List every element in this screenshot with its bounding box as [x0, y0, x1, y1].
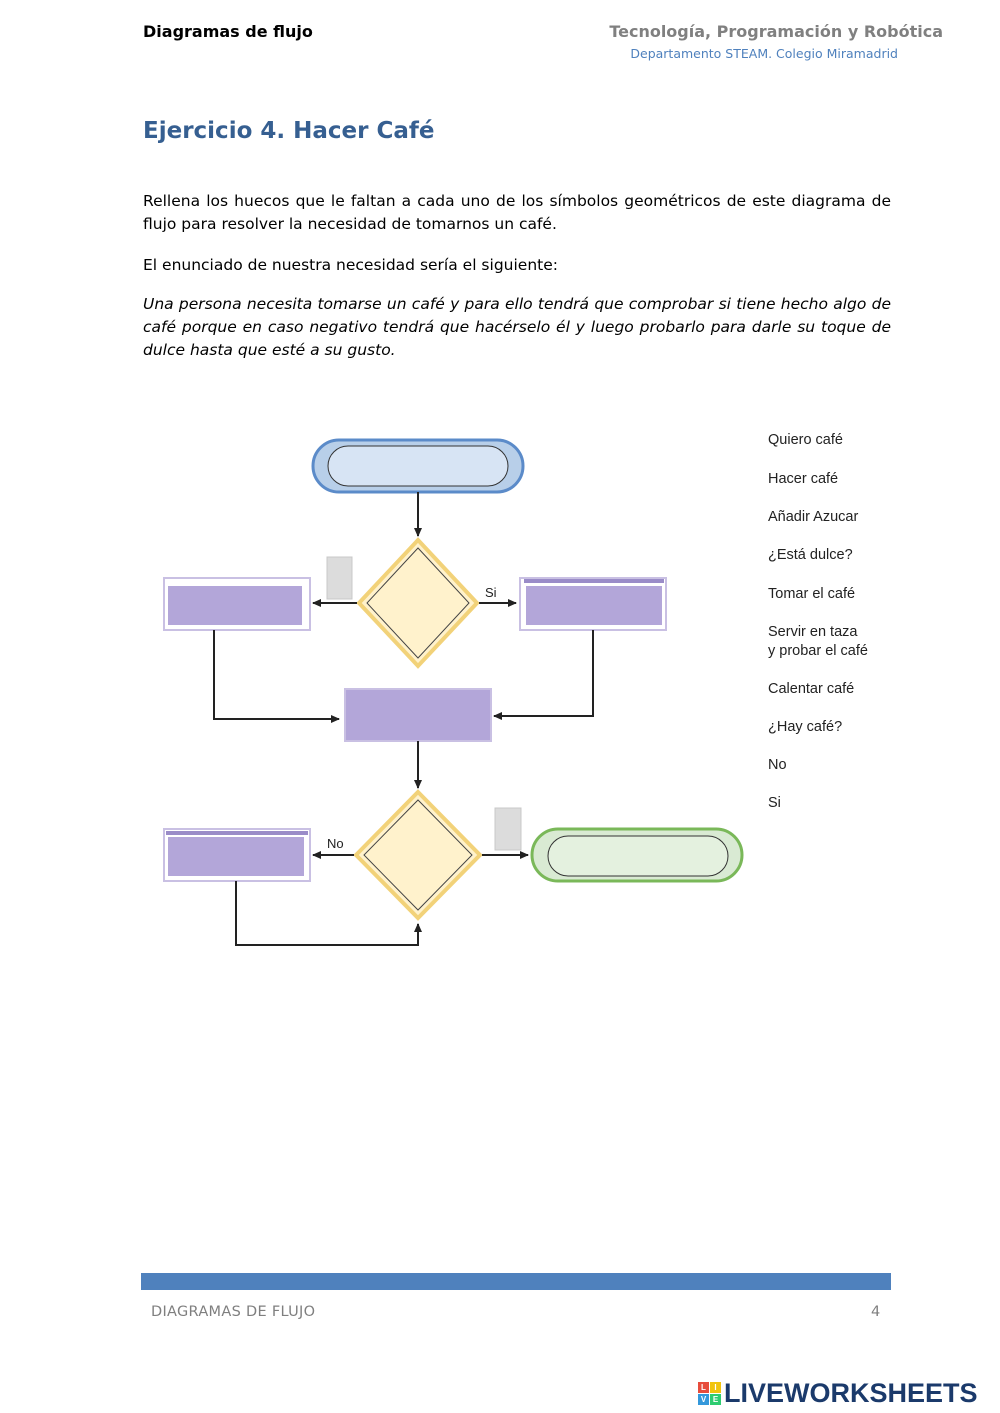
footer-title: DIAGRAMAS DE FLUJO [151, 1304, 316, 1320]
liveworksheets-logo: L I V E LIVEWORKSHEETS [698, 1378, 978, 1408]
option-item[interactable]: ¿Hay café? [768, 719, 843, 735]
process-box-left-2[interactable] [163, 828, 311, 882]
process-box-right[interactable] [519, 577, 667, 631]
decision-2-diamond [353, 789, 483, 921]
intro-paragraph: El enunciado de nuestra necesidad sería … [143, 256, 558, 274]
decision-1-diamond [356, 537, 480, 669]
option-item[interactable]: No [768, 757, 787, 773]
header-document-title: Diagramas de flujo [143, 22, 313, 41]
process-box-middle[interactable] [344, 688, 492, 742]
option-item[interactable]: y probar el café [768, 643, 868, 659]
brand-name: LIVEWORKSHEETS [724, 1377, 978, 1408]
arrow-left1-to-middle [213, 630, 340, 723]
option-item[interactable]: Tomar el café [768, 586, 856, 602]
label-si-1: Si [485, 585, 497, 600]
arrow-loop-back [235, 881, 422, 946]
blank-label-box-1[interactable] [326, 556, 353, 600]
end-terminal [530, 827, 744, 883]
option-item[interactable]: Hacer café [768, 471, 839, 487]
option-item[interactable]: Calentar café [768, 681, 855, 697]
logo-icon: L I V E [698, 1381, 721, 1405]
header-course-title: Tecnología, Programación y Robótica [609, 22, 943, 41]
label-no: No [327, 836, 344, 851]
problem-statement: Una persona necesita tomarse un café y p… [143, 295, 891, 359]
option-item[interactable]: Servir en taza [768, 624, 858, 640]
option-item[interactable]: Si [768, 795, 781, 811]
option-item[interactable]: Quiero café [768, 432, 843, 448]
option-item[interactable]: ¿Está dulce? [768, 547, 853, 563]
footer-bar [141, 1273, 891, 1290]
process-box-left-1[interactable] [163, 577, 311, 631]
page-number: 4 [871, 1304, 881, 1320]
option-item[interactable]: Añadir Azucar [768, 509, 859, 525]
blank-label-box-2[interactable] [494, 807, 522, 851]
arrow-right-to-middle [493, 630, 594, 720]
header-department: Departamento STEAM. Colegio Miramadrid [630, 46, 898, 61]
instructions-paragraph: Rellena los huecos que le faltan a cada … [143, 192, 891, 233]
start-terminal [311, 438, 525, 494]
exercise-title: Ejercicio 4. Hacer Café [143, 118, 435, 144]
